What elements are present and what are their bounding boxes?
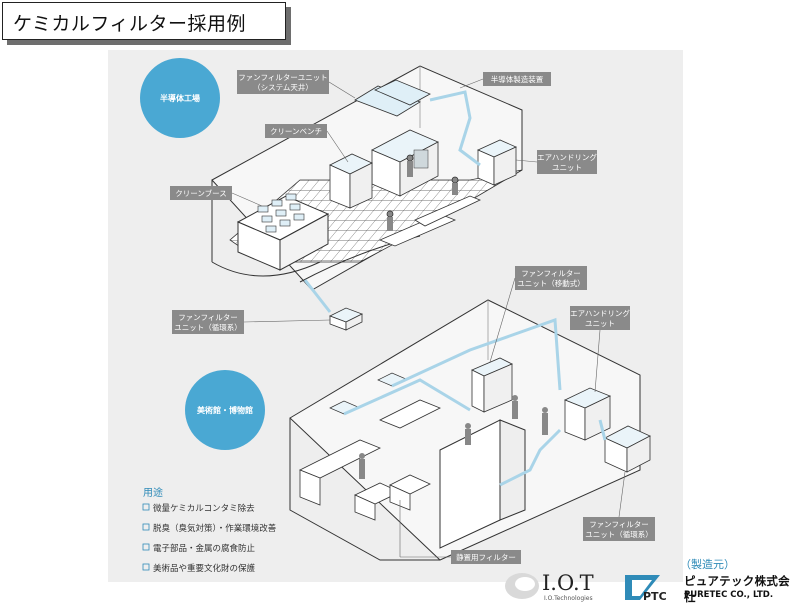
usage-checkbox-4 [142, 563, 150, 571]
semiconductor-circle-label: 半導体工場 [160, 93, 200, 103]
clean-booth [236, 193, 330, 271]
iot-logo-mark [505, 573, 539, 599]
usage-item-4: 美術品や重要文化財の保護 [153, 563, 256, 574]
svg-text:ファンフィルター: ファンフィルター [521, 269, 581, 278]
label-ffu-ceiling: ファンフィルターユニット （システム天井） [237, 70, 356, 99]
museum-circle-label: 美術館・博物館 [197, 405, 253, 415]
ducts-bottom [343, 317, 607, 487]
museum-room: 美術館・博物館 ファンフィルター ユニット（移動式） エアハンドリング ユニット… [185, 266, 655, 564]
display-cases [299, 399, 441, 521]
svg-text:クリーンブース: クリーンブース [175, 188, 227, 198]
company-name-jp: ピュアテック株式会社 [684, 574, 790, 604]
svg-text:（システム天井）: （システム天井） [253, 82, 313, 92]
air-handling-unit [477, 139, 517, 186]
label-clean-bench: クリーンベンチ [265, 124, 349, 163]
svg-text:ファンフィルターユニット: ファンフィルターユニット [238, 73, 328, 82]
svg-text:ユニット（移動式）: ユニット（移動式） [517, 278, 585, 288]
usage-item-1: 微量ケミカルコンタミ除去 [153, 503, 255, 514]
circulation-ffu [329, 307, 363, 331]
clean-bench [329, 153, 373, 209]
label-ffu-circ-top: ファンフィルター ユニット（循環系） [172, 310, 331, 334]
label-ffu-mobile: ファンフィルター ユニット（移動式） [489, 266, 587, 363]
svg-text:半導体製造装置: 半導体製造装置 [491, 74, 544, 84]
ceiling-ffu-units [354, 79, 431, 117]
iot-subtitle: I.O.Technologies [544, 595, 593, 602]
ptc-logo-text: PTC [643, 590, 667, 603]
museum-circ-ffu [604, 425, 651, 473]
svg-text:ユニット（循環系）: ユニット（循環系） [174, 322, 242, 332]
usage-checkbox-2 [142, 523, 150, 531]
svg-text:ユニット（循環系）: ユニット（循環系） [585, 529, 653, 539]
label-static-filter: 静置用フィルター [399, 500, 521, 564]
usage-item-2: 脱臭（臭気対策）・作業環境改善 [153, 523, 277, 534]
svg-text:ユニット: ユニット [552, 163, 582, 172]
semiconductor-room: 半導体工場 ファンフィルターユニット （システム天井） 半導体製造装置 クリーン… [140, 58, 597, 334]
svg-text:エアハンドリング: エアハンドリング [537, 152, 597, 162]
svg-text:クリーンベンチ: クリーンベンチ [270, 127, 322, 136]
label-equipment: 半導体製造装置 [459, 72, 551, 89]
label-ahu-bottom: エアハンドリング ユニット [570, 306, 630, 393]
iot-logo-text: I.O.T [542, 571, 594, 595]
page-title: ケミカルフィルター採用例 [13, 13, 247, 35]
ducts-top [303, 90, 481, 313]
usage-checkbox-3 [142, 543, 150, 551]
museum-people [359, 395, 548, 479]
workstations [378, 154, 482, 247]
svg-text:静置用フィルター: 静置用フィルター [456, 552, 516, 562]
maker-label: （製造元） [680, 558, 735, 571]
ptc-logo-mark [625, 575, 660, 600]
svg-text:ファンフィルター: ファンフィルター [589, 520, 649, 529]
label-ffu-circ-bottom: ファンフィルター ユニット（循環系） [583, 471, 655, 541]
museum-circle [185, 370, 265, 450]
svg-text:ファンフィルター: ファンフィルター [178, 313, 238, 322]
usage-checkbox-1 [142, 503, 150, 511]
svg-text:ユニット: ユニット [585, 319, 615, 328]
label-ahu-top: エアハンドリング ユニット [515, 150, 597, 174]
svg-text:エアハンドリング: エアハンドリング [570, 308, 630, 318]
title-box: ケミカルフィルター採用例 [2, 2, 286, 40]
usage-section: 用途 微量ケミカルコンタミ除去 脱臭（臭気対策）・作業環境改善 電子部品・金属の… [142, 486, 277, 574]
usage-heading: 用途 [143, 486, 163, 499]
usage-item-3: 電子部品・金属の腐食防止 [153, 543, 256, 554]
company-name-en: PURETEC CO., LTD. [684, 590, 774, 600]
semiconductor-circle [140, 58, 220, 138]
museum-cabinet [471, 357, 513, 413]
label-clean-booth: クリーンブース [170, 186, 263, 207]
